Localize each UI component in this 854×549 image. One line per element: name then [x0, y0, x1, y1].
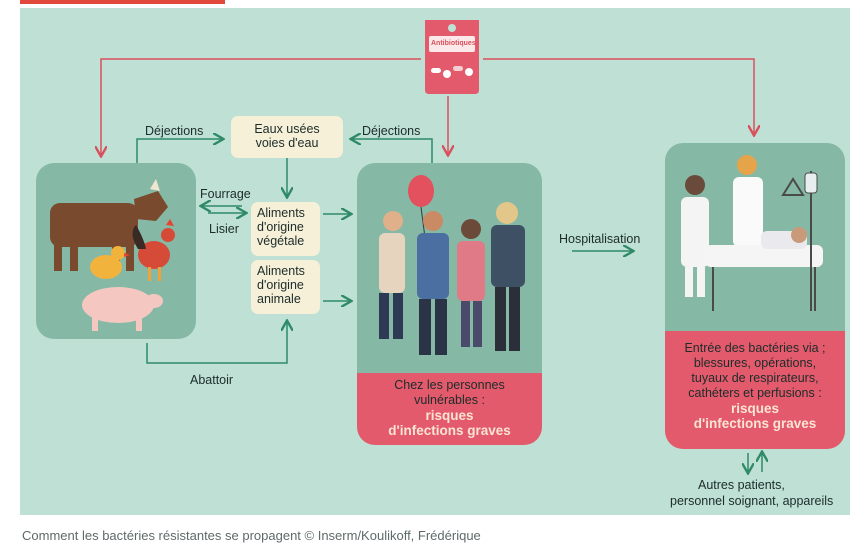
pills-icon [431, 66, 473, 78]
pig-icon [82, 287, 163, 331]
eaux-usees-line2: voies d'eau [255, 136, 319, 150]
people-risk-strong2: d'infections graves [388, 423, 511, 438]
eaux-usees-box: Eaux usées voies d'eau [231, 116, 343, 158]
antibiotic-arrows [101, 58, 754, 155]
hospital-risk-line3: tuyaux de respirateurs, [691, 371, 819, 385]
hospitalisation-label: Hospitalisation [559, 232, 641, 246]
abattoir-label: Abattoir [190, 373, 234, 387]
dejections-left-label: Déjections [145, 124, 204, 138]
lisier-label: Lisier [209, 222, 239, 236]
people-risk-strong1: risques [425, 408, 474, 423]
animals-panel [36, 163, 196, 339]
people-group-icon [379, 202, 525, 355]
hospital-risk-strong1: risques [730, 401, 780, 416]
top-accent-bar [20, 0, 225, 4]
other-patients-line1: Autres patients, [698, 478, 785, 492]
nurse-icon [733, 155, 763, 247]
hospital-risk-line4: cathéters et perfusions : [688, 386, 822, 400]
animal-line1: Aliments [257, 264, 305, 278]
animal-line3: animale [257, 292, 301, 306]
hospital-bed-icon [705, 227, 823, 311]
fourrage-label: Fourrage [200, 187, 251, 201]
rooster-icon [132, 219, 175, 281]
vegetal-food-box: Aliments d'origine végétale [251, 202, 320, 256]
people-panel [357, 163, 542, 373]
other-patients-line2: personnel soignant, appareils [670, 494, 834, 508]
hospital-risk-line1: Entrée des bactéries via ; [684, 341, 826, 355]
hospital-panel [665, 143, 845, 331]
dejections-right-label: Déjections [362, 124, 421, 138]
image-caption: Comment les bactéries résistantes se pro… [22, 528, 481, 543]
people-risk-line1: Chez les personnes [394, 378, 505, 392]
people-risk-line2: vulnérables : [414, 393, 485, 407]
animal-line2: d'origine [257, 278, 304, 292]
hospital-risk-strong2: d'infections graves [693, 416, 817, 431]
hospital-risk-panel: Entrée des bactéries via ; blessures, op… [665, 331, 845, 449]
doctor-icon [681, 175, 709, 297]
antibiotics-label: Antibiotiques [431, 40, 476, 47]
hospital-risk-line2: blessures, opérations, [693, 356, 817, 370]
iv-drip-icon [781, 171, 818, 311]
vegetal-line1: Aliments [257, 206, 305, 220]
people-risk-panel: Chez les personnes vulnérables : risques… [357, 373, 542, 445]
eaux-usees-line1: Eaux usées [254, 122, 320, 136]
vegetal-line3: végétale [257, 234, 305, 248]
hen-icon [90, 246, 130, 279]
animal-food-box: Aliments d'origine animale [251, 260, 320, 314]
antibiotics-tag: Antibiotiques [421, 10, 483, 96]
vegetal-line2: d'origine [257, 220, 304, 234]
transmission-arrows [136, 139, 762, 472]
